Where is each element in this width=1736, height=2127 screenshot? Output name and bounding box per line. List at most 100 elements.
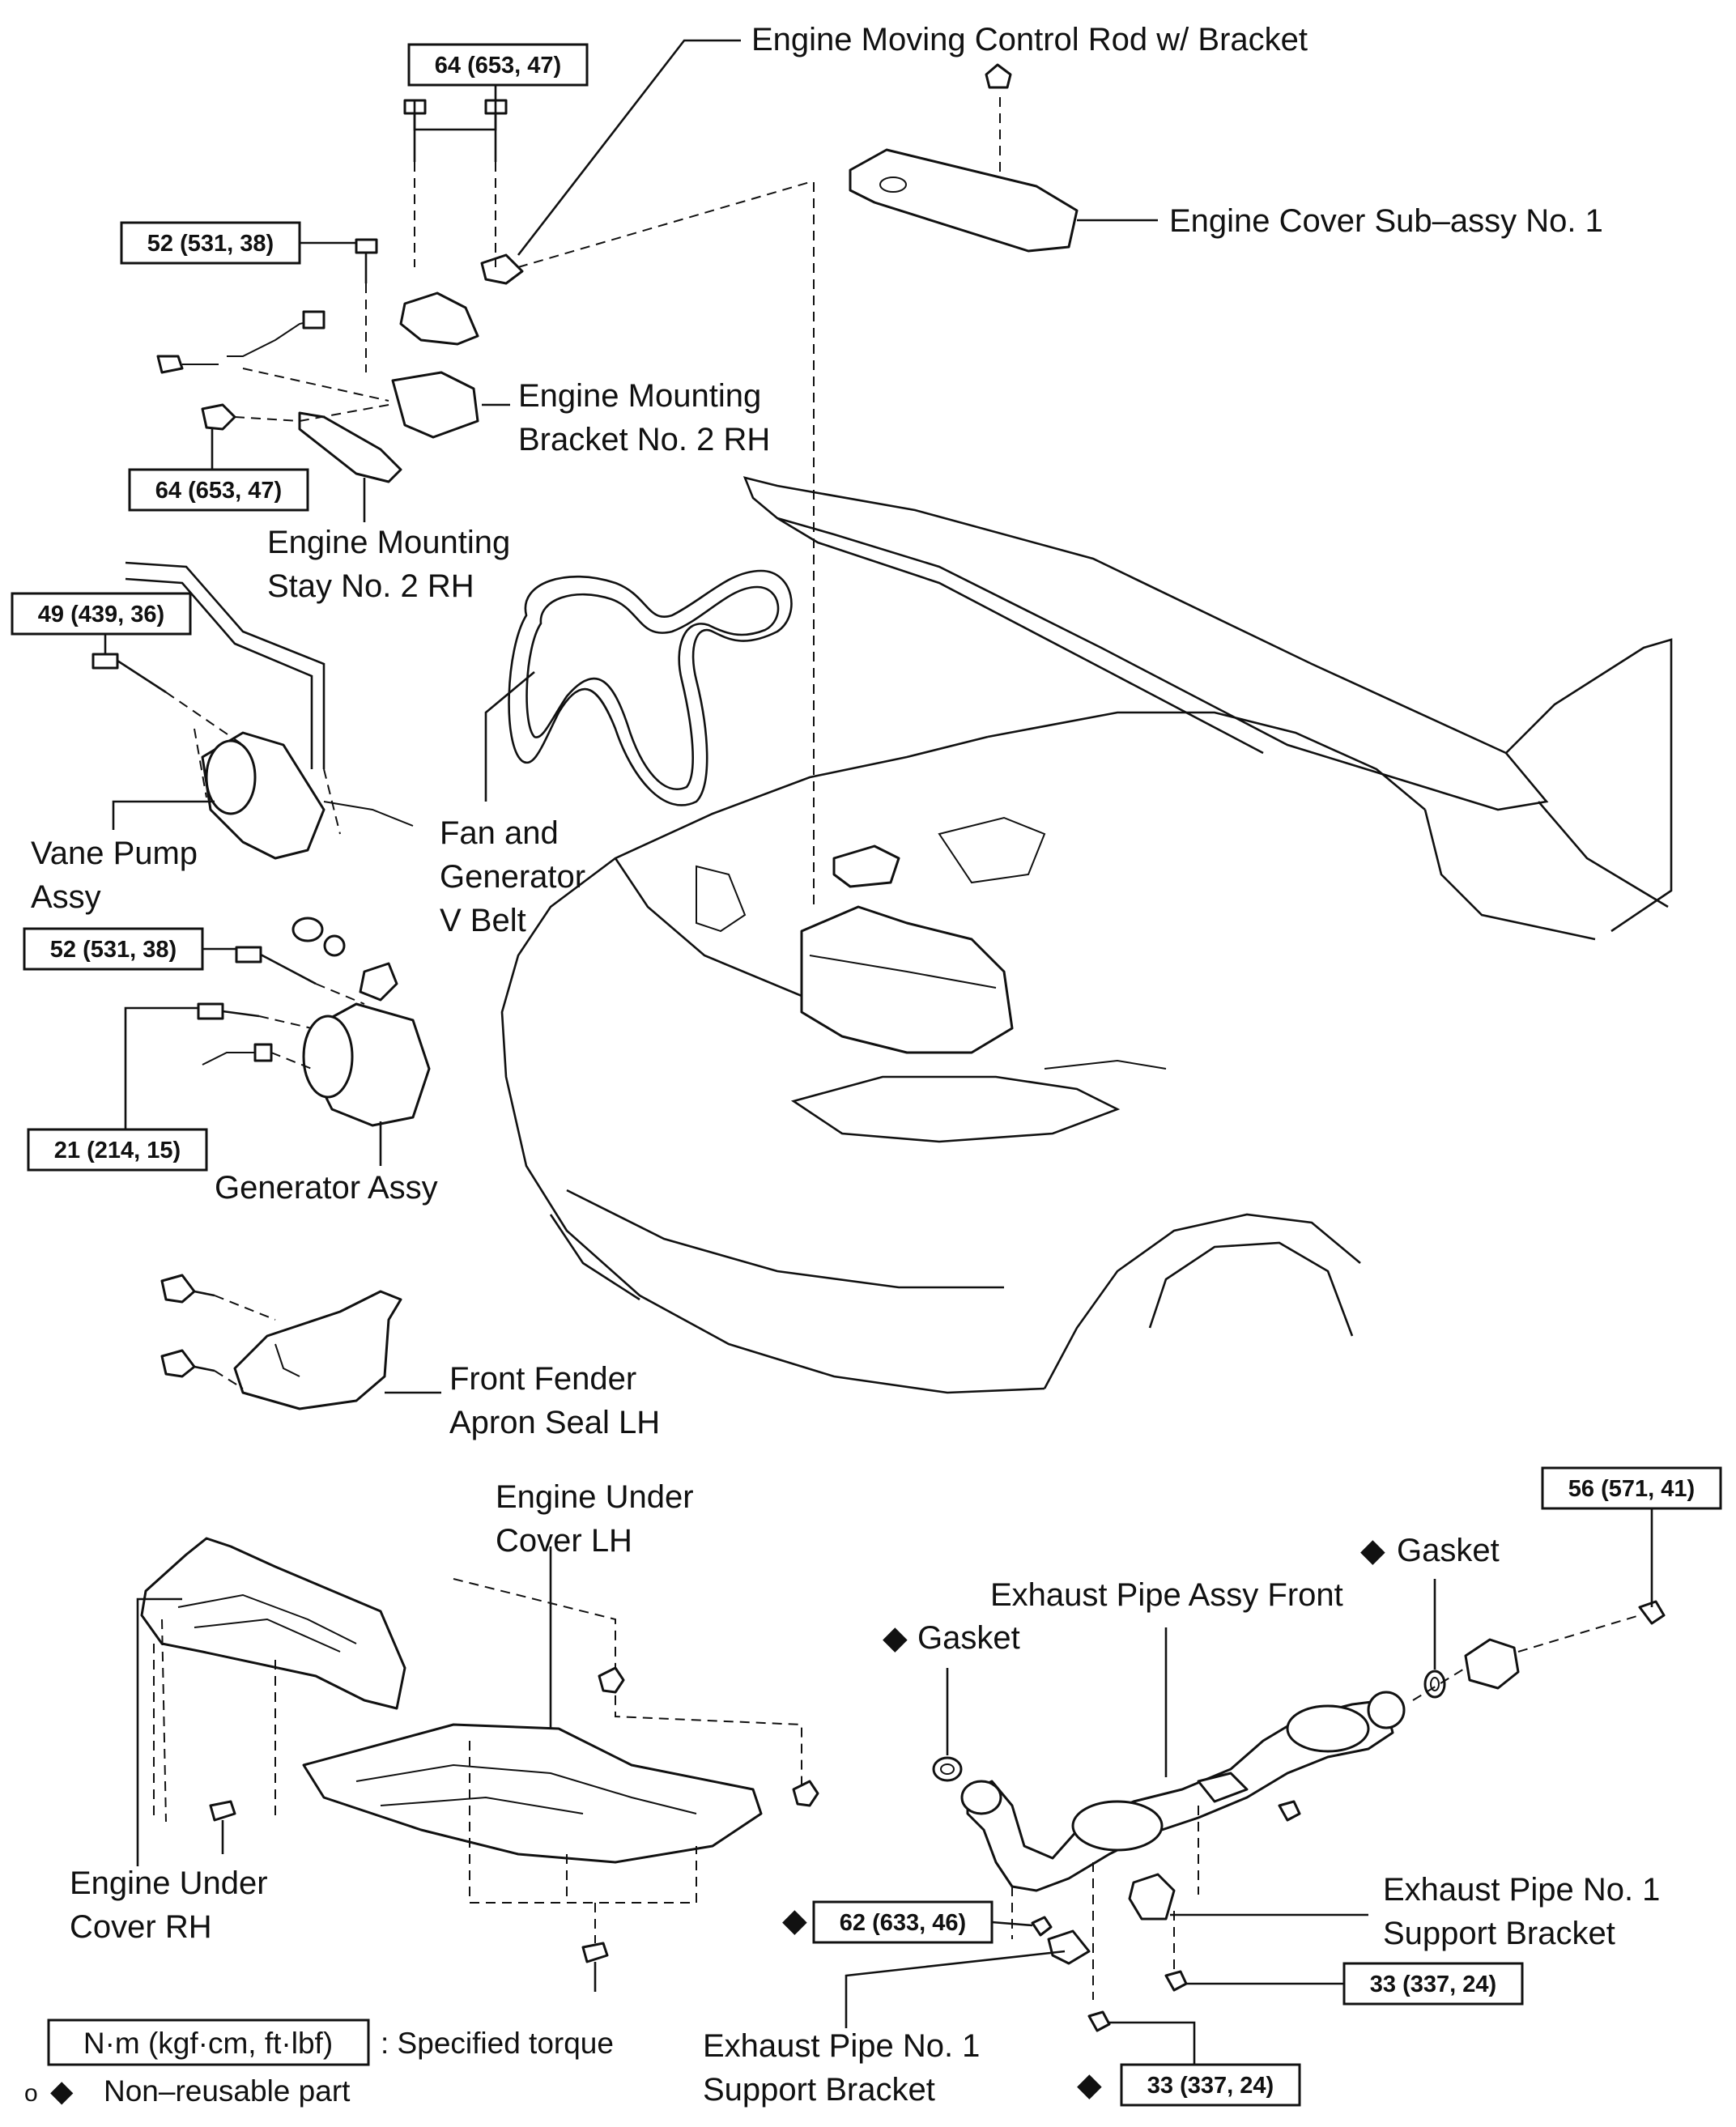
exhaust-flange-rear bbox=[1367, 1691, 1406, 1729]
exhaust-pipe-drawing bbox=[932, 1600, 1666, 2032]
label-v-belt-2: Generator bbox=[440, 859, 585, 895]
support-bracket-nut-right bbox=[1164, 1970, 1188, 1992]
torque-box-support-left bbox=[812, 1900, 994, 1944]
generator-cap bbox=[291, 917, 324, 942]
v-belt-outer bbox=[508, 569, 793, 806]
apron-seal-detail bbox=[274, 1343, 300, 1377]
mounting-bracket-shape bbox=[391, 371, 479, 439]
legend-torque-desc: : Specified torque bbox=[381, 2027, 614, 2060]
torque-box-exhaust-rear bbox=[1541, 1466, 1722, 1510]
sensor-bolt bbox=[156, 355, 184, 374]
gen-bolt-upper-shank bbox=[260, 953, 317, 985]
label-vane-pump-1: Vane Pump bbox=[31, 836, 198, 871]
rod-bracket-shape bbox=[399, 291, 479, 346]
torque-box-rod-left bbox=[120, 221, 301, 265]
engine-cover-drawing bbox=[849, 63, 1079, 253]
a-pillar bbox=[1538, 801, 1669, 908]
rod-to-cover-dash bbox=[517, 181, 811, 268]
under-cover-lh-clip-a bbox=[598, 1666, 625, 1694]
air-box bbox=[938, 816, 1046, 884]
bracket-bolt-dash bbox=[234, 404, 389, 423]
support-bracket-nut-left bbox=[1031, 1916, 1053, 1937]
gen-connector-dash bbox=[270, 1052, 313, 1070]
legend-diamond-symbol: ◆ bbox=[50, 2074, 74, 2108]
torque-box-vane-pump bbox=[11, 592, 192, 636]
sensor-dash bbox=[242, 368, 389, 402]
under-cover-rh-leader bbox=[136, 1597, 182, 1866]
gasket-rear-ring bbox=[1423, 1670, 1446, 1699]
windshield-roof bbox=[1505, 638, 1673, 933]
battery-outline bbox=[696, 865, 747, 933]
torque-support-bracket-bottom: 33 (337, 24) bbox=[1147, 2073, 1274, 2099]
label-gasket-rear: Gasket bbox=[1397, 1533, 1500, 1568]
exhaust-hanger bbox=[1197, 1772, 1249, 1803]
support-bracket-nut-bottom bbox=[1087, 2010, 1111, 2032]
symbol-gasket-front: ◆ bbox=[883, 1620, 908, 1656]
label-control-rod: Engine Moving Control Rod w/ Bracket bbox=[751, 22, 1308, 57]
exhaust-rear-flange bbox=[1464, 1638, 1520, 1690]
gen-wire bbox=[202, 1052, 255, 1066]
bracket-bolt-head bbox=[201, 403, 236, 431]
engine-block-detail bbox=[809, 955, 997, 989]
pump-dashes bbox=[194, 728, 341, 835]
vane-pump-pulley bbox=[205, 739, 257, 815]
vane-pump-drawing bbox=[91, 561, 414, 860]
under-cover-rh-bolt bbox=[209, 1800, 236, 1822]
torque-box-support-bottom bbox=[1120, 2063, 1301, 2107]
under-cover-rh-detail bbox=[177, 1593, 357, 1653]
torque-rod-top: 64 (653, 47) bbox=[435, 53, 561, 79]
rod-top-leader bbox=[413, 85, 497, 131]
apron-clip-upper bbox=[160, 1274, 196, 1304]
control-rod-leader bbox=[517, 39, 741, 256]
radiator-line bbox=[1044, 1059, 1167, 1070]
pump-bolt-head bbox=[91, 653, 119, 670]
label-support-left-1: Exhaust Pipe No. 1 bbox=[703, 2028, 980, 2064]
gasket-front-ring bbox=[932, 1756, 963, 1782]
torque-vane-pump: 49 (439, 36) bbox=[38, 602, 164, 627]
label-generator: Generator Assy bbox=[215, 1170, 438, 1206]
under-cover-rh-shape bbox=[140, 1537, 406, 1710]
cowl bbox=[1423, 809, 1596, 941]
exhaust-nut-mid bbox=[1278, 1800, 1301, 1822]
under-cover-lh-clip-b bbox=[792, 1780, 819, 1807]
vehicle-outline bbox=[500, 476, 1673, 1394]
label-v-belt-1: Fan and bbox=[440, 815, 559, 851]
label-under-cover-rh-1: Engine Under bbox=[70, 1865, 268, 1901]
rod-bolt-head-side bbox=[355, 238, 378, 254]
label-vane-pump-2: Assy bbox=[31, 879, 101, 915]
pump-bolt-dash bbox=[165, 691, 244, 746]
gen-dashes bbox=[258, 983, 365, 1029]
vane-pump-leader bbox=[112, 800, 215, 830]
apron-seal-drawing bbox=[160, 1274, 402, 1410]
exhaust-rear-bolt bbox=[1638, 1600, 1666, 1625]
label-apron-seal-2: Apron Seal LH bbox=[449, 1405, 660, 1440]
torque-box-gen-lower bbox=[27, 1128, 208, 1172]
pump-pipe-a bbox=[125, 561, 326, 769]
headlight bbox=[790, 1075, 1121, 1143]
support-bracket-left-leader bbox=[845, 1950, 1066, 2028]
label-support-left-2: Support Bracket bbox=[703, 2072, 935, 2108]
pump-hose bbox=[323, 801, 414, 827]
label-exhaust-pipe-front: Exhaust Pipe Assy Front bbox=[990, 1577, 1343, 1613]
bumper-outline bbox=[500, 735, 1045, 1394]
wheel-arch bbox=[1043, 1213, 1361, 1389]
bumper-lower-line bbox=[566, 1189, 1004, 1289]
legend-non-reusable: Non–reusable part bbox=[104, 2074, 351, 2108]
label-apron-seal-1: Front Fender bbox=[449, 1361, 636, 1397]
gen-bolt-lower-shank bbox=[222, 1010, 260, 1018]
label-support-right-2: Support Bracket bbox=[1383, 1916, 1615, 1951]
rod-end bbox=[480, 253, 524, 285]
under-cover-rh-dashes bbox=[153, 1619, 276, 1823]
symbol-support-bottom: ◆ bbox=[1077, 2067, 1102, 2103]
legend-circle-symbol: o bbox=[24, 2080, 38, 2107]
pump-bolt-shank bbox=[117, 659, 167, 694]
mounting-stay-shape bbox=[298, 411, 402, 483]
under-cover-lh-detail bbox=[355, 1763, 697, 1814]
apron-clip-lower bbox=[160, 1349, 196, 1378]
label-v-belt-3: V Belt bbox=[440, 903, 526, 938]
legend-torque-unit: N·m (kgf·cm, ft·lbf) bbox=[83, 2027, 333, 2060]
torque-box-gen-upper bbox=[23, 927, 204, 971]
label-engine-cover: Engine Cover Sub–assy No. 1 bbox=[1169, 203, 1603, 239]
gen-bolt-upper-head bbox=[235, 946, 262, 964]
